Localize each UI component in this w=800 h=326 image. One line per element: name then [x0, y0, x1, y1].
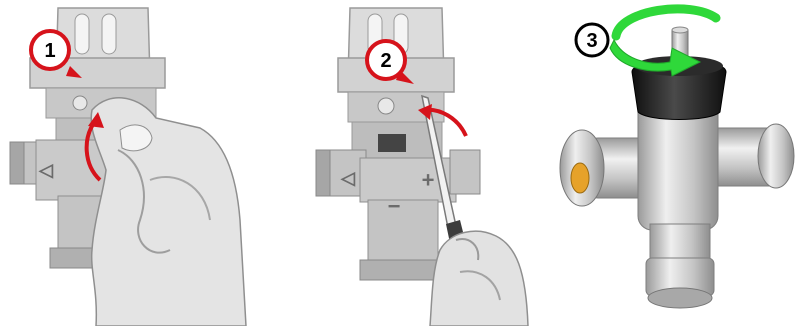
- step-2-illustration: ◁ + − 2: [290, 0, 550, 326]
- arrow-left-symbol: ◁: [340, 168, 356, 188]
- step-1-number: 1: [44, 40, 55, 62]
- step-1-illustration: ◁ 1: [0, 0, 250, 326]
- plus-symbol: +: [422, 168, 435, 193]
- step-3-marker: 3: [576, 24, 608, 56]
- minus-symbol: −: [388, 194, 401, 219]
- hand-illustration: [430, 231, 528, 326]
- step-3-number: 3: [586, 30, 597, 52]
- arrow-left-symbol: ◁: [38, 160, 54, 180]
- step-2-number: 2: [380, 50, 391, 72]
- hand-illustration: [91, 98, 246, 326]
- step-3-illustration: 3: [550, 0, 800, 326]
